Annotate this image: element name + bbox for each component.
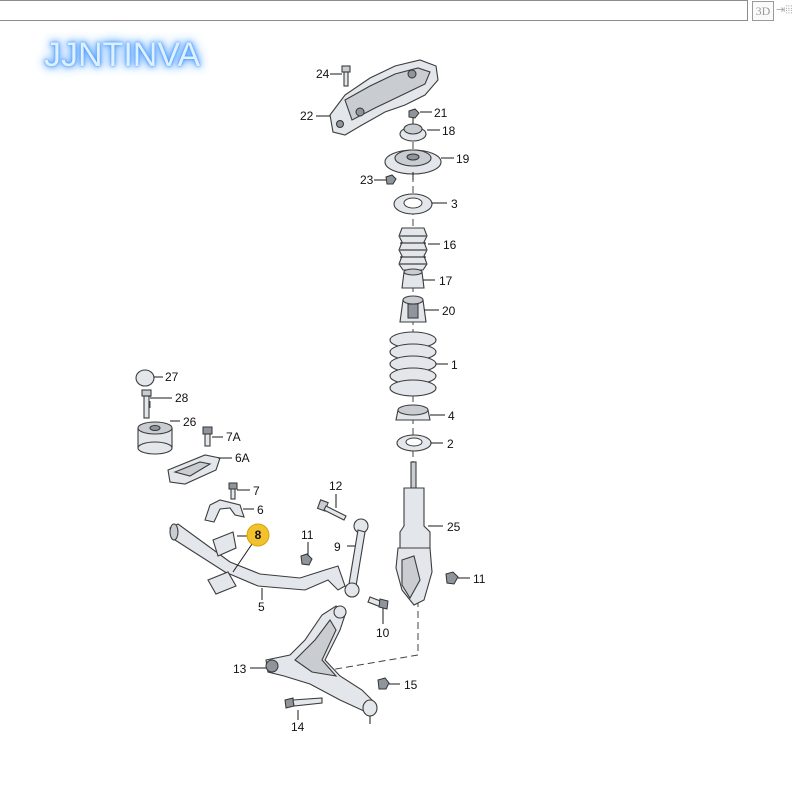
part-8-stabilizer-bushing xyxy=(207,531,237,595)
callout-18: 18 xyxy=(442,124,456,138)
address-field[interactable] xyxy=(0,0,748,21)
part-13-control-arm xyxy=(265,605,378,724)
callout-7a: 7A xyxy=(226,430,241,444)
callout-11-left: 11 xyxy=(301,528,314,542)
callout-26: 26 xyxy=(183,415,197,429)
part-19-strut-mount xyxy=(384,149,442,180)
part-28-bolt xyxy=(141,389,152,419)
part-16-protective-boot xyxy=(398,227,428,271)
callout-24: 24 xyxy=(316,67,330,81)
callout-8[interactable]: 8 xyxy=(255,528,262,542)
part-7a-bolt xyxy=(202,426,213,447)
callout-11-right: 11 xyxy=(473,572,486,586)
part-20-buffer xyxy=(399,295,427,323)
callout-20: 20 xyxy=(442,304,456,318)
callout-1: 1 xyxy=(451,358,458,372)
part-27-cap xyxy=(135,369,155,387)
part-7-bolt xyxy=(228,482,238,500)
callout-16: 16 xyxy=(443,238,457,252)
callout-17: 17 xyxy=(439,274,453,288)
watermark-logo: JJNTINVA xyxy=(44,36,201,74)
callout-25: 25 xyxy=(447,520,461,534)
callout-23: 23 xyxy=(360,173,374,187)
part-18-top-cap xyxy=(399,123,427,142)
callout-7: 7 xyxy=(253,484,260,498)
callout-21: 21 xyxy=(434,106,448,120)
part-12-bolt xyxy=(316,499,347,521)
callout-5: 5 xyxy=(258,600,265,614)
part-24-bolt xyxy=(341,65,351,87)
leader-lines xyxy=(150,73,470,720)
callout-6a: 6A xyxy=(235,451,250,465)
callout-14: 14 xyxy=(291,720,305,734)
part-23-nut xyxy=(385,174,397,185)
callout-27: 27 xyxy=(165,370,179,384)
callout-6: 6 xyxy=(257,503,264,517)
part-5-stabilizer-bar xyxy=(169,523,346,591)
part-11-nut-left xyxy=(300,553,313,566)
assembly-axis-lower xyxy=(329,600,419,671)
part-2-spring-insulator xyxy=(396,434,432,452)
callout-3: 3 xyxy=(451,197,458,211)
callout-22: 22 xyxy=(300,109,314,123)
part-21-nut xyxy=(408,108,420,124)
part-14-bolt xyxy=(284,697,323,709)
part-17-bump-stop xyxy=(401,268,425,289)
highlight-marker[interactable] xyxy=(246,523,270,547)
part-22-strut-mount-bracket xyxy=(329,59,439,136)
callout-10: 10 xyxy=(376,626,390,640)
part-25-shock-absorber xyxy=(395,461,433,606)
callout-19: 19 xyxy=(456,152,470,166)
part-6-clamp xyxy=(204,499,245,523)
part-3-upper-spring-seat xyxy=(393,193,433,215)
part-26-rubber-mount xyxy=(137,421,173,455)
callout-4: 4 xyxy=(448,409,455,423)
top-toolbar: 3D ⇥⦙⦙⦙ xyxy=(0,0,800,24)
part-11-nut-right xyxy=(445,571,459,585)
callout-12: 12 xyxy=(329,479,343,493)
callout-9: 9 xyxy=(334,540,341,554)
part-10-bolt xyxy=(367,596,389,610)
part-15-nut xyxy=(377,677,390,690)
part-4-lower-spring-seat xyxy=(395,404,431,421)
part-9-stabilizer-link xyxy=(344,518,369,598)
part-1-coil-spring xyxy=(389,331,437,397)
callout-2: 2 xyxy=(447,437,454,451)
part-6a-bracket xyxy=(167,454,221,485)
callout-28: 28 xyxy=(175,391,189,405)
callout-15: 15 xyxy=(404,678,418,692)
callout-13: 13 xyxy=(233,662,247,676)
export-icon[interactable]: ⇥⦙⦙⦙ xyxy=(776,4,793,16)
view-3d-button[interactable]: 3D xyxy=(752,1,774,21)
